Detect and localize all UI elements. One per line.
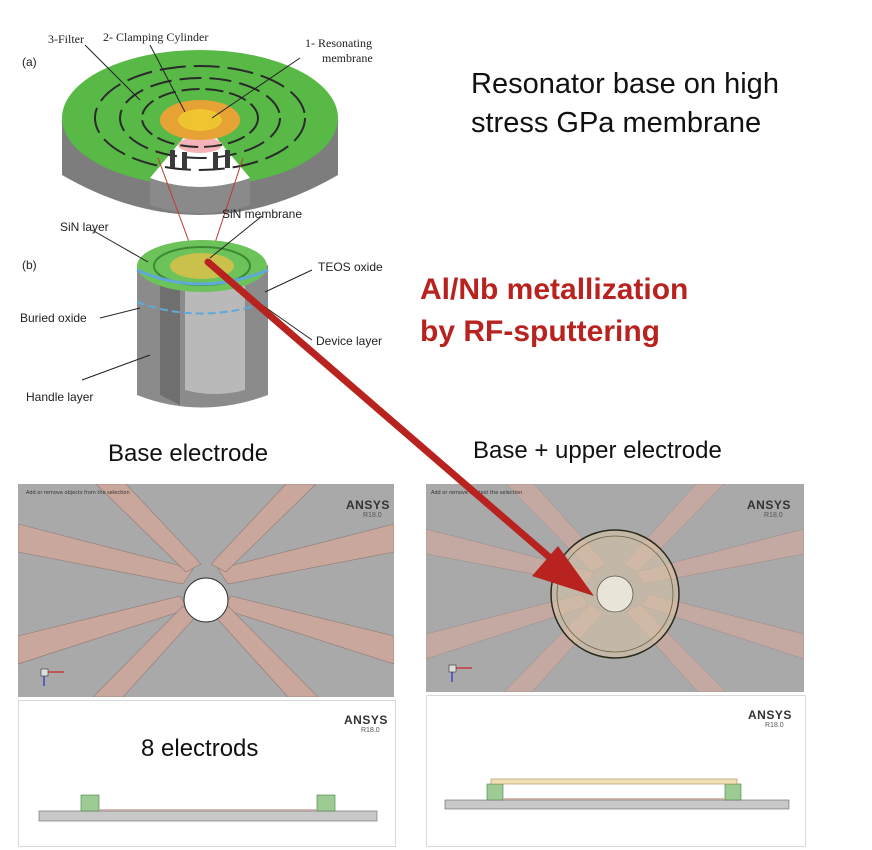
base-electrode-geometry: [18, 484, 394, 697]
ansys-logo-left-top: ANSYS: [346, 498, 390, 512]
resonating-label-line1: 1- Resonating: [305, 36, 372, 50]
panel-letter-b: (b): [22, 258, 37, 272]
selection-hint-left: Add or remove objects from the selection: [26, 490, 130, 496]
axis-triad-icon-right: [446, 660, 476, 684]
clamping-cylinder-label: 2- Clamping Cylinder: [103, 30, 209, 44]
headline-line2: stress GPa membrane: [471, 107, 762, 139]
filter-label: 3-Filter: [48, 32, 84, 46]
base-electrode-caption: Base electrode: [108, 440, 269, 467]
teos-oxide-label: TEOS oxide: [318, 260, 383, 274]
upper-electrode-geometry: [426, 484, 804, 692]
panel-letter-a: (a): [22, 55, 37, 69]
electrode-count-label: 8 electrods: [141, 735, 259, 762]
ansys-version-left-bottom: R18.0: [361, 727, 380, 734]
ansys-version-right-top: R18.0: [764, 512, 783, 519]
metallization-line1: Al/Nb metallization: [420, 273, 689, 306]
device-layer-label: Device layer: [316, 334, 383, 348]
base-electrode-profile: [38, 794, 378, 822]
base-electrode-top-view: Add or remove objects from the selection…: [18, 484, 394, 697]
upper-electrode-caption: Base + upper electrode: [473, 437, 722, 464]
upper-electrode-side-view: ANSYS R18.0: [426, 695, 806, 847]
ansys-logo-right-top: ANSYS: [747, 498, 791, 512]
axis-triad-icon: [38, 664, 68, 688]
headline-line1: Resonator base on high: [471, 68, 779, 100]
ansys-version-right-bottom: R18.0: [765, 722, 784, 729]
upper-electrode-top-view: Add or remove 1 latest the selection ANS…: [426, 484, 804, 692]
ansys-logo-left-bottom: ANSYS: [344, 713, 388, 727]
base-electrode-side-view: ANSYS R18.0 8 electrods: [18, 700, 396, 847]
ansys-version-left-top: R18.0: [363, 512, 382, 519]
ansys-logo-right-bottom: ANSYS: [748, 708, 792, 722]
handle-layer-label: Handle layer: [26, 390, 94, 404]
resonating-label-line2: membrane: [322, 51, 373, 65]
resonator-filter-illustration: [62, 44, 338, 408]
upper-electrode-profile: [444, 778, 790, 810]
sin-membrane-label: SiN membrane: [222, 207, 303, 221]
buried-oxide-label: Buried oxide: [20, 311, 87, 325]
metallization-line2: by RF-sputtering: [420, 315, 660, 348]
sin-layer-label: SiN layer: [60, 220, 109, 234]
